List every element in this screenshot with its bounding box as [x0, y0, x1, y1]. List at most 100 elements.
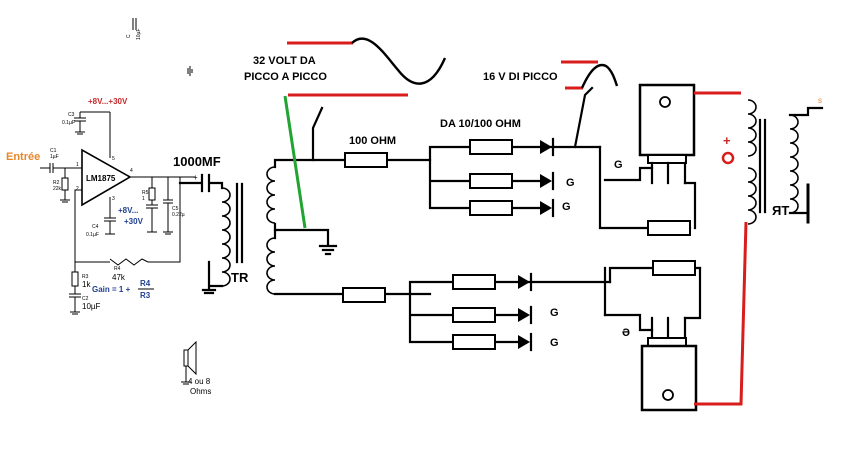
source-res-lower: [652, 260, 696, 276]
tr-secondary-upper: [266, 166, 276, 224]
center-tap-terminal: [721, 151, 735, 165]
pin-5: 5: [112, 156, 115, 162]
gate-label-mosfet-lower: Ә: [622, 327, 630, 339]
res-100-label: 100 OHM: [349, 135, 396, 147]
diode-upper-1: [540, 140, 552, 154]
mosfet-lower-legs: [650, 316, 687, 340]
tr-core: [235, 182, 244, 264]
r2-name: R2: [53, 180, 60, 186]
gate-label-lower-2: G: [550, 307, 559, 319]
c5-name: C5: [172, 206, 179, 212]
mosfet-upper-legs: [650, 161, 687, 185]
lm1875-opamp: [81, 148, 132, 207]
speaker-label-1: 4 ou 8: [188, 377, 211, 386]
speaker-label-2: Ohms: [190, 387, 211, 396]
feedback-wire: [74, 189, 110, 263]
r5-name: R5: [142, 190, 149, 196]
pin-3: 3: [112, 196, 115, 202]
probe-top-wire: [311, 106, 324, 162]
supply-top-label: +8V...+30V: [88, 97, 128, 106]
center-tap-ground: [273, 228, 338, 256]
mosfet-upper: [603, 83, 697, 230]
c1-input-cap: [40, 163, 82, 173]
gate-res-upper-1: [469, 139, 513, 155]
right-edge-letter: s: [818, 96, 822, 105]
mosfet-lower-leads: [603, 266, 702, 332]
gain-r4: R4: [140, 279, 151, 288]
c5-cap: [146, 204, 158, 233]
mosfet-upper-tab: [647, 154, 687, 164]
gate-label-lower-3: G: [550, 337, 559, 349]
center-tap-plus: +: [723, 133, 731, 148]
lm1875-amplifier-section: C 10µF +8V...+30V C3 0.1µF Entrée C1 1µF…: [6, 18, 211, 396]
out-primary-lower: [747, 167, 757, 225]
r2-value: 22k: [53, 186, 62, 192]
c3-cap: [74, 117, 86, 135]
c4-name: C4: [92, 224, 99, 230]
mosfet-lower: [603, 266, 702, 412]
upper-bus: [428, 145, 602, 210]
speaker-ground: [181, 366, 191, 385]
r3-name: R3: [82, 274, 89, 280]
c1-name: C1: [50, 148, 57, 154]
gate-label-mosfet-upper: G: [614, 159, 623, 171]
sine-wave-32v: [351, 37, 447, 85]
c1-value: 1µF: [50, 154, 59, 160]
r4-value: 47k: [112, 273, 126, 282]
mosfet-upper-hole: [659, 96, 671, 108]
gate-res-upper-2: [469, 173, 513, 189]
supply-top-wire: [79, 111, 111, 158]
top-cap-symbol: [132, 18, 137, 30]
pin-2: 2: [76, 186, 79, 192]
gate-res-lower-1: [452, 274, 496, 290]
speaker-icon: [183, 340, 197, 376]
tr-secondary-lower: [266, 237, 276, 295]
supply-mid-label-2: +30V: [124, 217, 144, 226]
tr-primary-coil: [221, 187, 231, 287]
gate-label-upper-3: G: [562, 201, 571, 213]
pin-4: 4: [130, 168, 133, 174]
diode-upper-3: [540, 201, 552, 215]
c2-name: C2: [82, 296, 89, 302]
pin-1: 1: [76, 162, 79, 168]
r3-c2-chain: [69, 262, 81, 315]
lower-driver-branch: G G Ә: [342, 260, 702, 352]
diode-upper-2: [540, 174, 552, 188]
out-primary-upper: [747, 99, 757, 157]
r4-resistor: [109, 177, 181, 266]
res-range-label: DA 10/100 OHM: [440, 118, 521, 130]
out-core: [758, 118, 767, 214]
source-res-upper: [647, 220, 691, 236]
top-cap-name: C: [126, 34, 132, 38]
lm1875-label: LM1875: [86, 174, 116, 183]
out-transformer-label: ЯT: [772, 203, 789, 218]
cap-1000mf-symbol: [178, 173, 224, 193]
diode-lower-3: [518, 335, 530, 349]
mosfet-upper-leads: [603, 166, 697, 230]
gate-res-lower-3: [452, 334, 496, 350]
probe-16v-wire: [573, 86, 594, 149]
c4-cap: [104, 197, 116, 235]
upper-driver-branch: 100 OHM DA 10/100 OHM G G G: [344, 86, 692, 236]
volt-32-line2: PICCO A PICCO: [244, 71, 327, 83]
cap-1000mf-label: 1000MF: [173, 154, 221, 169]
volt-32-line1: 32 VOLT DA: [253, 55, 316, 67]
cap-plus: +: [193, 173, 198, 182]
output-transformer-section: + ЯT s: [721, 96, 824, 225]
supply-mid-label-1: +8V...: [118, 206, 138, 215]
gain-formula: Gain = 1 +: [92, 285, 131, 294]
green-probe-line: [283, 95, 307, 229]
c4-value: 0.1µF: [86, 232, 99, 238]
entree-label: Entrée: [6, 151, 40, 163]
top-cap-value: 10µF: [136, 29, 142, 41]
red-supply-wire: [694, 91, 748, 406]
mosfet-lower-hole: [662, 389, 674, 401]
c3-value: 0.1µF: [62, 120, 75, 126]
c5-gnd: [163, 177, 173, 235]
c5-value: 0.22µ: [172, 212, 185, 218]
half-wave-16v: [580, 63, 619, 89]
small-ground-mark: [187, 66, 193, 76]
lower-bus: [408, 280, 612, 344]
r2-resistor: [60, 168, 70, 203]
